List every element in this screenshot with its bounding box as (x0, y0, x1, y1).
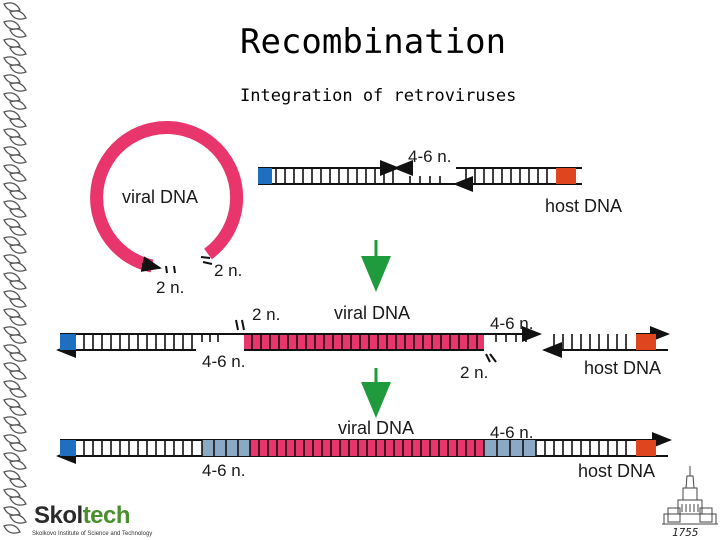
label-mid-gap-left: 4-6 n. (202, 352, 246, 371)
slide-title: Recombination (240, 22, 507, 62)
label-top-host-dna: host DNA (545, 196, 623, 216)
label-mid-2n-left: 2 n. (252, 305, 281, 324)
label-mid-viral-dna: viral DNA (334, 303, 411, 323)
logo-word-accent: tech (82, 502, 131, 529)
viral-dna-ring (90, 121, 244, 274)
label-bottom-viral-dna: viral DNA (338, 418, 415, 438)
emblem-year: 1755 (672, 526, 699, 539)
skoltech-logo: Skoltech Skolkovo Institute of Science a… (28, 500, 153, 540)
decorative-chain-border (3, 2, 27, 534)
host-dna-top (258, 160, 582, 192)
university-building-icon (662, 466, 718, 525)
label-ring-end-right: 2 n. (214, 261, 243, 280)
label-mid-gap-right: 4-6 n. (490, 314, 534, 333)
label-bottom-gap-right: 4-6 n. (490, 423, 534, 442)
logo-word-main: Skol (34, 502, 83, 529)
intermediate-dna (56, 319, 670, 363)
label-top-gap: 4-6 n. (408, 147, 452, 166)
label-bottom-host-dna: host DNA (578, 461, 656, 481)
label-top-viral-dna: viral DNA (122, 187, 199, 207)
label-mid-host-dna: host DNA (584, 358, 662, 378)
label-ring-end-left: 2 n. (156, 278, 185, 297)
logo-tagline: Skolkovo Institute of Science and Techno… (32, 531, 153, 537)
integrated-dna (56, 432, 672, 464)
logo-wordmark: Skoltech (34, 502, 131, 530)
label-mid-2n-right: 2 n. (460, 363, 489, 382)
label-bottom-gap-left: 4-6 n. (202, 461, 246, 480)
slide-subtitle: Integration of retroviruses (240, 86, 517, 106)
